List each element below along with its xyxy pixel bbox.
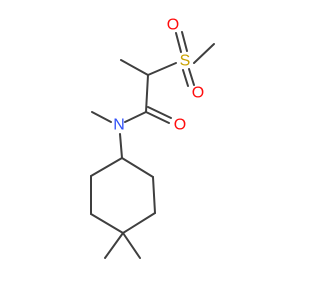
bond-s-methyl bbox=[193, 43, 215, 64]
bond-alpha-carbonyl bbox=[145, 74, 149, 113]
atom-labels: S O O O N bbox=[113, 17, 204, 134]
carbonyl-oxygen-label: O bbox=[174, 117, 186, 134]
bond-s-o-lower-a bbox=[182, 69, 189, 87]
bond-ring-4 bbox=[90, 213, 124, 234]
nitrogen-atom-label: N bbox=[113, 117, 125, 134]
molecule-structure-diagram: S O O O N bbox=[90, 17, 215, 259]
bond-c-o-a bbox=[145, 111, 170, 124]
sulfur-atom-label: S bbox=[180, 53, 191, 70]
bond-ring-1 bbox=[121, 157, 154, 178]
sulfonyl-oxygen-lower-label: O bbox=[192, 85, 204, 102]
bond-ring-6 bbox=[90, 157, 123, 177]
bond-s-o-upper-b bbox=[181, 31, 188, 52]
bond-ring-2 bbox=[152, 176, 156, 214]
bond-n-methyl bbox=[91, 111, 112, 123]
sulfonyl-oxygen-upper-label: O bbox=[167, 17, 179, 34]
bond-c-o-b bbox=[147, 106, 172, 119]
bond-carbonyl-n bbox=[124, 111, 147, 123]
bond-gem-methyl-2 bbox=[122, 232, 141, 259]
bond-s-o-lower-b bbox=[188, 68, 195, 86]
bond-gem-methyl-1 bbox=[104, 232, 124, 259]
bond-alpha-methyl bbox=[120, 59, 149, 76]
bonds bbox=[90, 31, 215, 259]
bond-s-alpha-carbon bbox=[147, 62, 177, 76]
bond-n-ring bbox=[119, 133, 123, 159]
bond-ring-3 bbox=[122, 212, 156, 234]
bond-s-o-upper-a bbox=[175, 32, 182, 53]
